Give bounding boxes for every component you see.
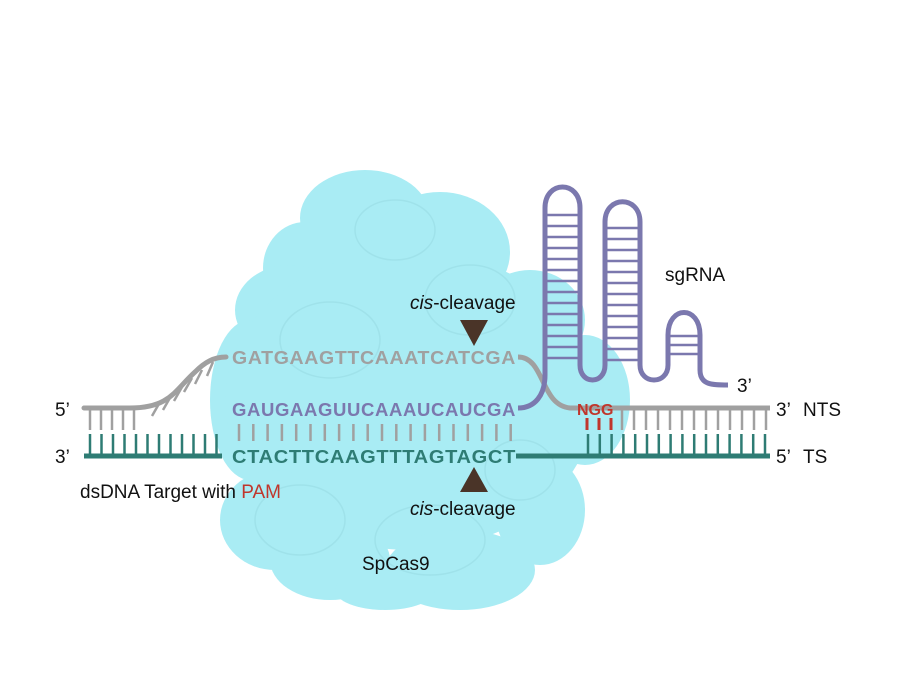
sgrna-3prime: 3’ — [737, 376, 752, 397]
protein-lobe-texture — [254, 199, 556, 576]
ts-label: TS — [803, 447, 827, 468]
nts-sequence: GATGAAGTTCAAATCATCGA — [232, 348, 516, 368]
pam-pairing-marks — [585, 418, 613, 430]
spcas9-label: SpCas9 — [362, 554, 430, 575]
target-caption-text: dsDNA Target with — [80, 482, 241, 503]
guide-target-pairing-rungs — [237, 424, 512, 441]
nts-rungs-left — [88, 410, 136, 430]
top-cleavage-rest: -cleavage — [433, 293, 515, 314]
guide-sequence: GAUGAAGUUCAAAUCAUCGA — [232, 400, 516, 420]
bottom-cleavage-label: cis-cleavage — [410, 499, 516, 520]
top-cleavage-label: cis-cleavage — [410, 293, 516, 314]
bottom-cleavage-rest: -cleavage — [433, 499, 515, 520]
target-caption-pam: PAM — [241, 482, 281, 503]
right-top-3prime: 3’ — [776, 400, 791, 421]
ts-sequence: CTACTTCAAGTTTAGTAGCT — [232, 447, 516, 467]
ts-rungs-right — [586, 434, 767, 454]
nts-label: NTS — [803, 400, 841, 421]
bottom-cleavage-arrow — [460, 467, 488, 492]
target-caption: dsDNA Target with PAM — [80, 482, 281, 503]
right-bottom-5prime: 5’ — [776, 447, 791, 468]
bottom-cleavage-italic: cis — [410, 499, 434, 520]
top-cleavage-arrow — [460, 320, 488, 346]
left-top-5prime: 5’ — [55, 400, 70, 421]
sgrna-label: sgRNA — [665, 265, 726, 286]
top-cleavage-italic: cis — [410, 293, 434, 314]
ts-rungs-left — [88, 434, 218, 454]
sgrna-backbone — [517, 184, 729, 411]
hairpin-2-rungs — [607, 226, 638, 362]
left-bottom-3prime: 3’ — [55, 447, 70, 468]
nts-backbone-left — [81, 354, 229, 411]
nts-rungs-right — [620, 410, 768, 430]
hairpin-3-rungs — [670, 334, 698, 356]
hairpin-1-rungs — [547, 213, 578, 360]
pam-sequence: NGG — [577, 402, 613, 419]
nts-rungs-displaced — [150, 361, 215, 417]
